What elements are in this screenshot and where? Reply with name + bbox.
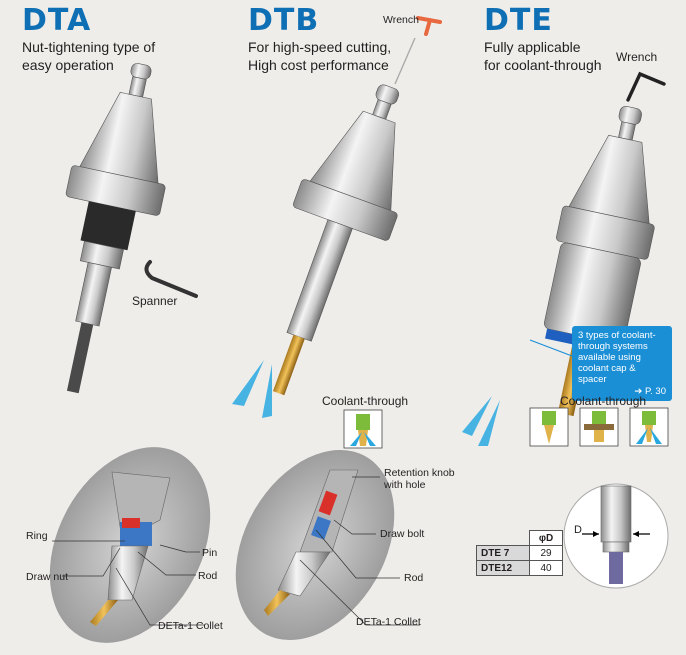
- retention-line2: with hole: [384, 479, 426, 491]
- dtb-desc-line2: High cost performance: [248, 57, 389, 73]
- dtb-model-name: DTB: [248, 3, 320, 38]
- dte-wrench-illustration: [626, 71, 666, 102]
- dta-desc-line1: Nut-tightening type of: [22, 39, 156, 55]
- callout-line2: through systems: [578, 341, 648, 352]
- spanner-label: Spanner: [132, 294, 178, 308]
- callout-line1: 3 types of coolant-: [578, 330, 656, 341]
- dtb-coolant-icon: [343, 409, 383, 449]
- row-name: DTE 7: [476, 545, 530, 561]
- collet-label-b: DETa-1 Collet: [356, 616, 421, 628]
- diameter-detail-view: [563, 483, 669, 589]
- ring-label: Ring: [26, 530, 48, 542]
- callout-line3: available using: [578, 352, 641, 363]
- dte-coolant-label: Coolant-through: [560, 394, 647, 408]
- table-header-row: φD: [477, 530, 563, 546]
- row-value: 40: [529, 560, 563, 576]
- collet-label-a: DETa-1 Collet: [158, 620, 223, 632]
- section-a-cutaway: [49, 447, 211, 643]
- dta-description: Nut-tightening type of easy operation: [22, 38, 155, 74]
- dte-holder-illustration: [544, 106, 655, 417]
- dta-holder-illustration: [65, 63, 166, 394]
- section-b-cutaway: [235, 449, 395, 641]
- rod-label-b: Rod: [404, 572, 424, 584]
- retention-knob-label: Retention knob with hole: [384, 467, 455, 491]
- table-row: DTE12 40: [476, 560, 563, 576]
- diameter-d-label: D: [574, 524, 582, 536]
- table-row: DTE 7 29: [476, 545, 563, 561]
- dtb-wrench-label: Wrench: [383, 14, 419, 26]
- retention-line1: Retention knob: [384, 467, 455, 479]
- dte-description: Fully applicable for coolant-through: [484, 38, 602, 74]
- dte-coolant-icon-3: [629, 407, 669, 447]
- callout-page-ref[interactable]: ➔ P. 30: [578, 386, 666, 397]
- callout-ref-text: P. 30: [645, 386, 666, 397]
- dta-desc-line2: easy operation: [22, 57, 114, 73]
- diameter-table: φD DTE 7 29 DTE12 40: [476, 530, 563, 576]
- draw-bolt-label: Draw bolt: [380, 528, 425, 540]
- spanner-illustration: [144, 260, 198, 298]
- arrow-right-icon: ➔: [634, 386, 643, 397]
- rod-label-a: Rod: [198, 570, 218, 582]
- row-name: DTE12: [476, 560, 530, 576]
- dte-coolant-icon-2: [579, 407, 619, 447]
- dte-wrench-label: Wrench: [616, 50, 658, 64]
- dtb-coolant-label: Coolant-through: [322, 394, 409, 408]
- draw-nut-label: Draw nut: [26, 571, 69, 583]
- dte-coolant-icon-1: [529, 407, 569, 447]
- dte-desc-line1: Fully applicable: [484, 39, 581, 55]
- dta-model-name: DTA: [22, 3, 92, 38]
- dtb-holder-illustration: [272, 84, 400, 396]
- dte-model-name: DTE: [484, 3, 553, 38]
- dtb-wrench-illustration: [416, 16, 442, 36]
- dte-coolant-callout: 3 types of coolant- through systems avai…: [572, 326, 672, 401]
- pin-label: Pin: [202, 547, 218, 559]
- callout-line4: coolant cap & spacer: [578, 363, 636, 385]
- diameter-header: φD: [529, 530, 563, 546]
- dte-desc-line2: for coolant-through: [484, 57, 602, 73]
- dtb-description: For high-speed cutting, High cost perfor…: [248, 38, 391, 74]
- dtb-desc-line1: For high-speed cutting,: [248, 39, 392, 55]
- row-value: 29: [529, 545, 563, 561]
